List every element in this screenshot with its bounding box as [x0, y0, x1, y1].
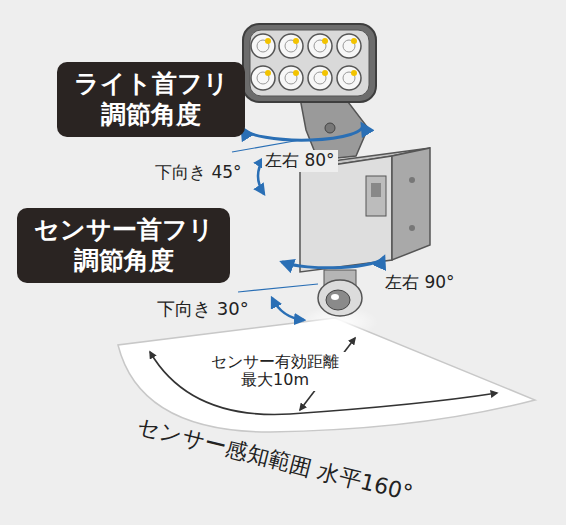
led — [279, 34, 303, 58]
led — [351, 70, 357, 76]
light-head — [243, 24, 376, 102]
sensor-head — [326, 290, 350, 310]
led — [251, 34, 361, 90]
led — [251, 34, 275, 58]
sensor-head — [331, 294, 339, 300]
led — [293, 70, 299, 76]
detection-fan — [118, 306, 535, 432]
sensor-rotation-arrow — [282, 257, 384, 268]
angle-label: 下向き 45° — [152, 162, 245, 184]
angle-label: 左右 80° — [262, 150, 338, 172]
heading-badge: ライト首フリ 調節角度 — [57, 62, 245, 137]
heading-badge: センサー首フリ 調節角度 — [17, 208, 230, 283]
led — [279, 66, 303, 90]
led — [308, 34, 332, 58]
sensor-tilt-arrow — [272, 298, 304, 320]
sensor-tilt-arrow — [238, 284, 318, 292]
led — [279, 34, 303, 58]
led — [308, 66, 332, 90]
led — [265, 70, 271, 76]
led — [322, 38, 328, 44]
sensor-rotation-arrow — [282, 257, 384, 268]
angle-label: 左右 90° — [382, 272, 458, 294]
led — [351, 38, 357, 44]
led — [265, 38, 271, 44]
sensor-head — [318, 280, 362, 316]
sensor-head — [318, 270, 362, 316]
led — [308, 34, 332, 58]
light-rotation-arrow — [242, 124, 363, 140]
sensor-body — [409, 225, 415, 231]
badge-text: ライト首フリ 調節角度 — [71, 69, 231, 130]
badge-text: センサー首フリ 調節角度 — [31, 215, 216, 276]
led — [337, 66, 361, 90]
sensor-body — [392, 148, 430, 260]
angle-label: 下向き 30° — [154, 298, 252, 321]
led — [337, 34, 361, 58]
led — [322, 70, 328, 76]
led — [308, 66, 332, 90]
light-rotation-arrow — [242, 124, 363, 140]
led — [337, 34, 361, 58]
light-head — [250, 30, 369, 96]
sensor-body — [366, 176, 386, 216]
detection-fan — [150, 352, 497, 414]
led — [279, 66, 303, 90]
led — [251, 66, 275, 90]
sensor-body — [409, 177, 415, 183]
led — [251, 34, 275, 58]
sensor-body — [300, 156, 392, 272]
led — [293, 38, 299, 44]
led — [337, 66, 361, 90]
distance-label: センサー有効距離 最大10m — [202, 352, 348, 391]
sensor-body — [371, 183, 381, 197]
light-head — [243, 24, 376, 102]
led — [251, 66, 275, 90]
light-bracket — [325, 123, 335, 133]
